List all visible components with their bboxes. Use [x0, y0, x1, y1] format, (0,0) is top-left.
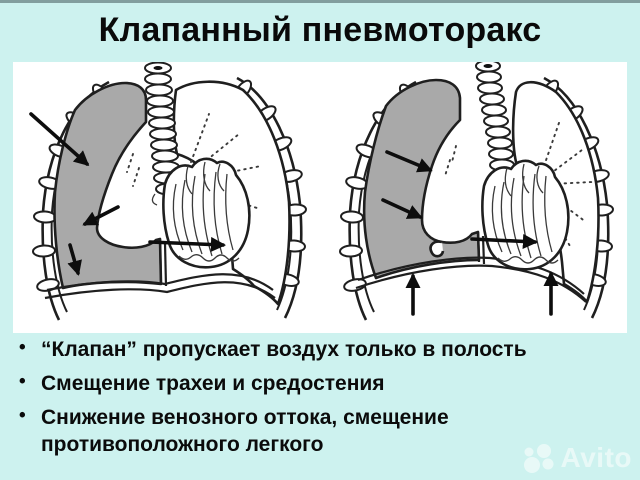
figure-panel	[13, 62, 627, 333]
heart	[162, 157, 251, 269]
air-entry-arrow	[29, 112, 90, 167]
left-chest-diagram	[29, 62, 307, 321]
diaphragm	[355, 256, 587, 303]
valve-arrow	[82, 205, 120, 226]
bullet-marker: •	[19, 404, 26, 426]
pneumothorax-area	[362, 78, 481, 280]
mediastinum-line	[476, 231, 486, 265]
bullet-list: • “Клапан” пропускает воздух только в по…	[15, 337, 630, 466]
bullet-text: Снижение венозного оттока, смещение прот…	[41, 405, 449, 456]
avito-logo-icon	[523, 444, 554, 473]
compression-arrow-upper	[385, 150, 433, 173]
mediastinal-shift-arrow	[148, 236, 227, 253]
compression-arrow-lower	[381, 198, 423, 219]
bullet-item-1: • “Клапан” пропускает воздух только в по…	[15, 337, 561, 364]
slide-top-edge	[0, 0, 640, 3]
mediastinal-shift-arrow	[470, 233, 539, 249]
watermark-label: Avito	[560, 442, 632, 473]
trachea	[475, 62, 530, 205]
right-chest-diagram	[339, 62, 614, 321]
page-title: Клапанный пневмоторакс	[98, 11, 542, 49]
collapsed-lung-dots	[444, 145, 457, 177]
bullet-marker: •	[19, 337, 26, 358]
bullet-marker: •	[19, 370, 26, 392]
downward-pressure-arrow	[67, 243, 82, 276]
mediastinum-line	[158, 238, 168, 287]
collapsed-lung-dots	[126, 153, 140, 187]
diaphragm	[44, 273, 276, 300]
heart	[481, 159, 570, 271]
bullet-text: “Клапан” пропускает воздух только в поло…	[41, 338, 527, 361]
arrows	[29, 112, 227, 276]
pneumothorax-area	[53, 81, 163, 290]
avito-watermark: Avito	[520, 442, 632, 474]
bullet-item-3: • Снижение венозного оттока, смещение пр…	[15, 405, 561, 459]
arrows	[381, 150, 559, 316]
valve-hook	[429, 240, 445, 258]
bullet-item-2: • Смещение трахеи и средостения	[15, 371, 561, 398]
bullet-text: Смещение трахеи и средостения	[41, 371, 385, 395]
